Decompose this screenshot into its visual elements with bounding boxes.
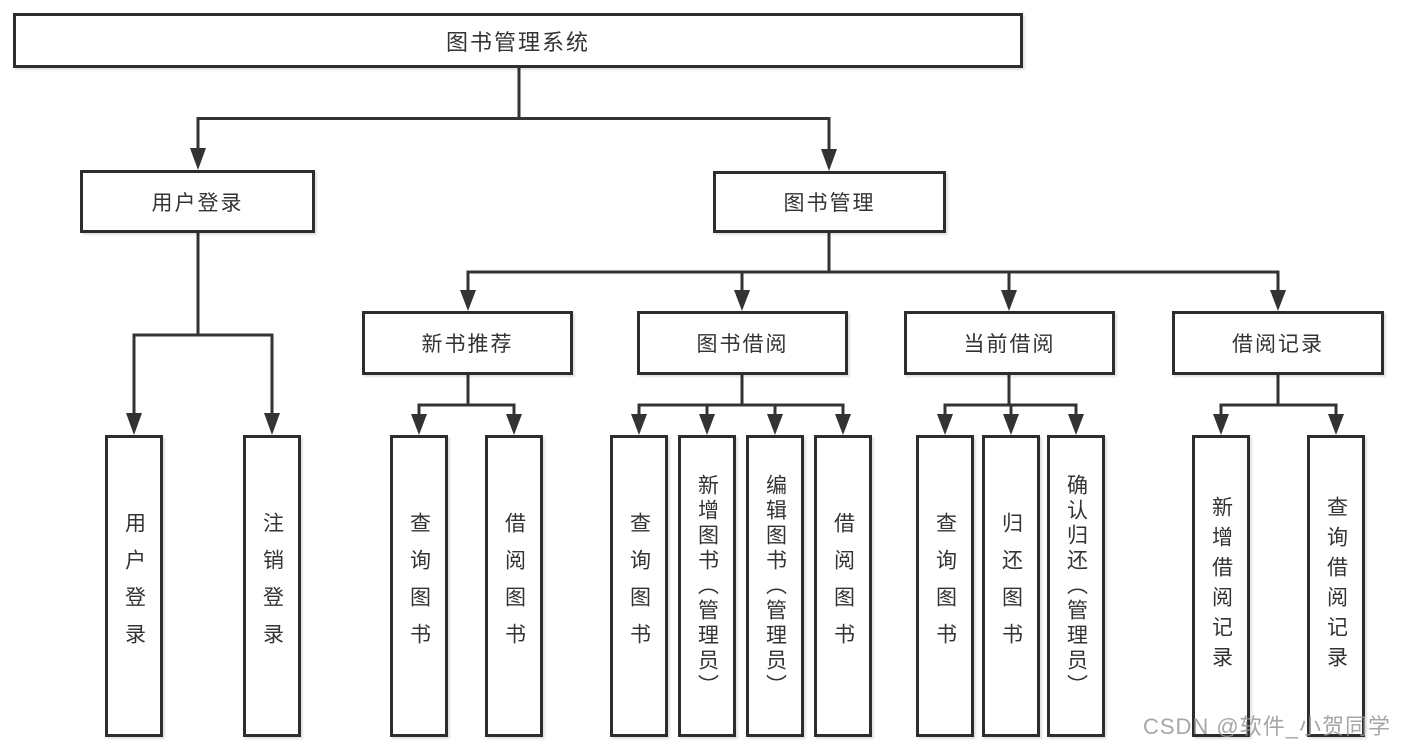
leaf-add-book-admin: 新增图书（管理员） [678,435,736,737]
node-library-management-system: 图书管理系统 [13,13,1023,68]
leaf-label: 借阅图书 [831,512,855,660]
connector-book-borrow-to-leaves [631,375,851,435]
leaf-add-borrow-record: 新增借阅记录 [1192,435,1250,737]
leaf-query-book-borrow: 查询图书 [610,435,668,737]
node-new-book-recommend: 新书推荐 [362,311,573,375]
leaf-label: 查询图书 [407,512,431,660]
watermark: CSDN @软件_小贺同学 [1142,714,1391,739]
node-borrow-records: 借阅记录 [1172,311,1384,375]
leaf-borrow-book-recommend: 借阅图书 [485,435,543,737]
leaf-label: 用户登录 [122,512,146,660]
connector-borrow-records-to-leaves [1213,375,1344,435]
leaf-label: 新增借阅记录 [1209,496,1233,676]
node-current-borrow: 当前借阅 [904,311,1115,375]
connector-user-login-to-leaves [126,233,280,435]
node-book-management: 图书管理 [713,171,946,233]
leaf-logout: 注销登录 [243,435,301,737]
leaf-label: 编辑图书（管理员） [763,473,787,699]
connector-new-book-recommend-to-leaves [411,375,522,435]
leaf-label: 查询图书 [627,512,651,660]
leaf-query-borrow-record: 查询借阅记录 [1307,435,1365,737]
leaf-query-book-current: 查询图书 [916,435,974,737]
node-book-borrow: 图书借阅 [637,311,848,375]
leaf-label: 查询图书 [933,512,957,660]
leaf-return-book: 归还图书 [982,435,1040,737]
leaf-borrow-book: 借阅图书 [814,435,872,737]
leaf-label: 注销登录 [260,512,284,660]
leaf-confirm-return-admin: 确认归还（管理员） [1047,435,1105,737]
connector-current-borrow-to-leaves [937,375,1084,435]
connector-book-management-to-level3 [460,233,1286,311]
leaf-query-book-recommend: 查询图书 [390,435,448,737]
node-user-login: 用户登录 [80,170,315,233]
connector-root-to-level2 [190,68,837,171]
leaf-label: 新增图书（管理员） [695,473,719,699]
leaf-user-login: 用户登录 [105,435,163,737]
leaf-label: 归还图书 [999,512,1023,660]
leaf-label: 借阅图书 [502,512,526,660]
leaf-edit-book-admin: 编辑图书（管理员） [746,435,804,737]
leaf-label: 查询借阅记录 [1324,496,1348,676]
leaf-label: 确认归还（管理员） [1064,473,1088,699]
